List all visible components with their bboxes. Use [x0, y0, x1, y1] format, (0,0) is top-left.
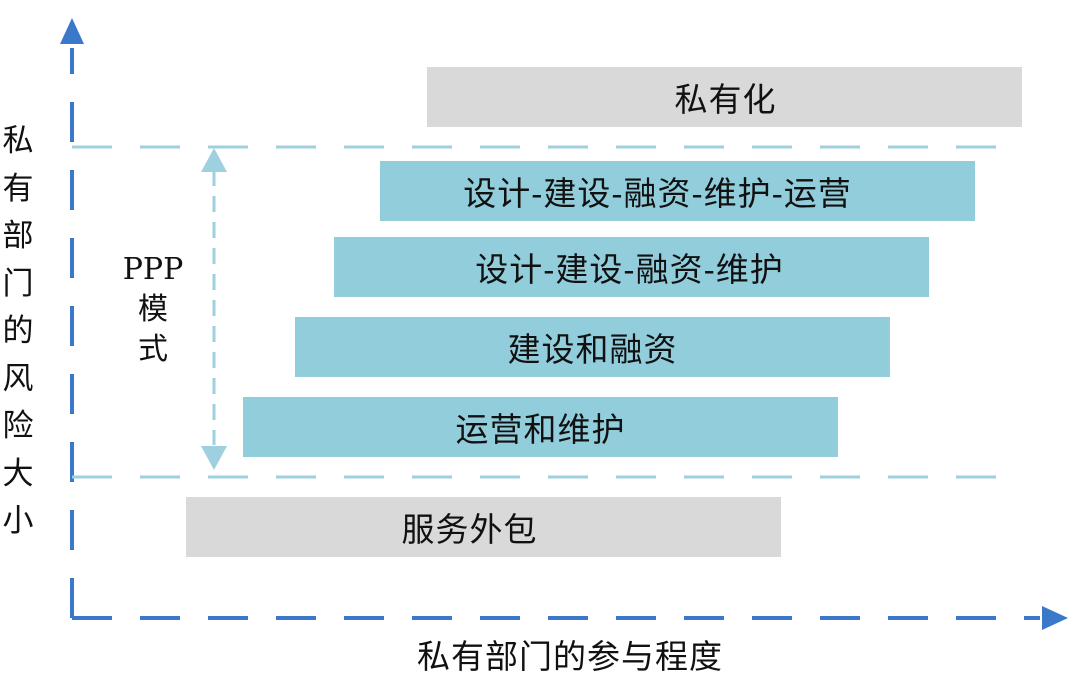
bar-build-finance: 建设和融资 — [295, 317, 890, 377]
ppp-range-arrow-down — [201, 446, 227, 470]
y-axis-label-char: 险 — [2, 408, 34, 444]
y-axis-label-char: 的 — [2, 313, 34, 349]
y-axis-label-char: 大 — [2, 455, 34, 492]
bar-label: 建设和融资 — [507, 330, 678, 369]
ppp-range-arrow-up — [201, 148, 227, 172]
bar-label: 私有化 — [674, 80, 777, 119]
bar-label: 设计-建设-融资-维护 — [475, 250, 784, 289]
x-axis-arrowhead — [1042, 606, 1068, 630]
bar-dbfmo: 设计-建设-融资-维护-运营 — [380, 161, 975, 221]
y-axis-arrowhead — [60, 18, 84, 44]
ppp-label-line: PPP — [122, 252, 184, 287]
y-axis-label-char: 小 — [2, 503, 34, 539]
y-axis-label: 私 有 部 门 的 风 险 大 小 — [0, 118, 36, 546]
y-axis-label-char: 有 — [2, 170, 34, 207]
bar-label: 运营和维护 — [455, 410, 626, 449]
bar-label: 设计-建设-融资-维护-运营 — [463, 174, 852, 213]
y-axis-label-char: 私 — [2, 123, 34, 159]
y-axis-label-char: 部 — [2, 218, 34, 254]
y-axis-label-char: 风 — [2, 360, 34, 397]
ppp-label-line: 模 — [138, 292, 168, 327]
x-axis-label: 私有部门的参与程度 — [417, 637, 723, 676]
bar-operate-maintain: 运营和维护 — [243, 397, 838, 457]
ppp-mode-label: PPP 模 式 — [108, 250, 198, 370]
bar-dbfm: 设计-建设-融资-维护 — [334, 237, 929, 297]
ppp-label-line: 式 — [138, 332, 168, 367]
bar-privatization: 私有化 — [427, 67, 1022, 127]
bar-service-outsourcing: 服务外包 — [186, 497, 781, 557]
y-axis-label-char: 门 — [2, 265, 34, 302]
bar-label: 服务外包 — [401, 510, 538, 549]
